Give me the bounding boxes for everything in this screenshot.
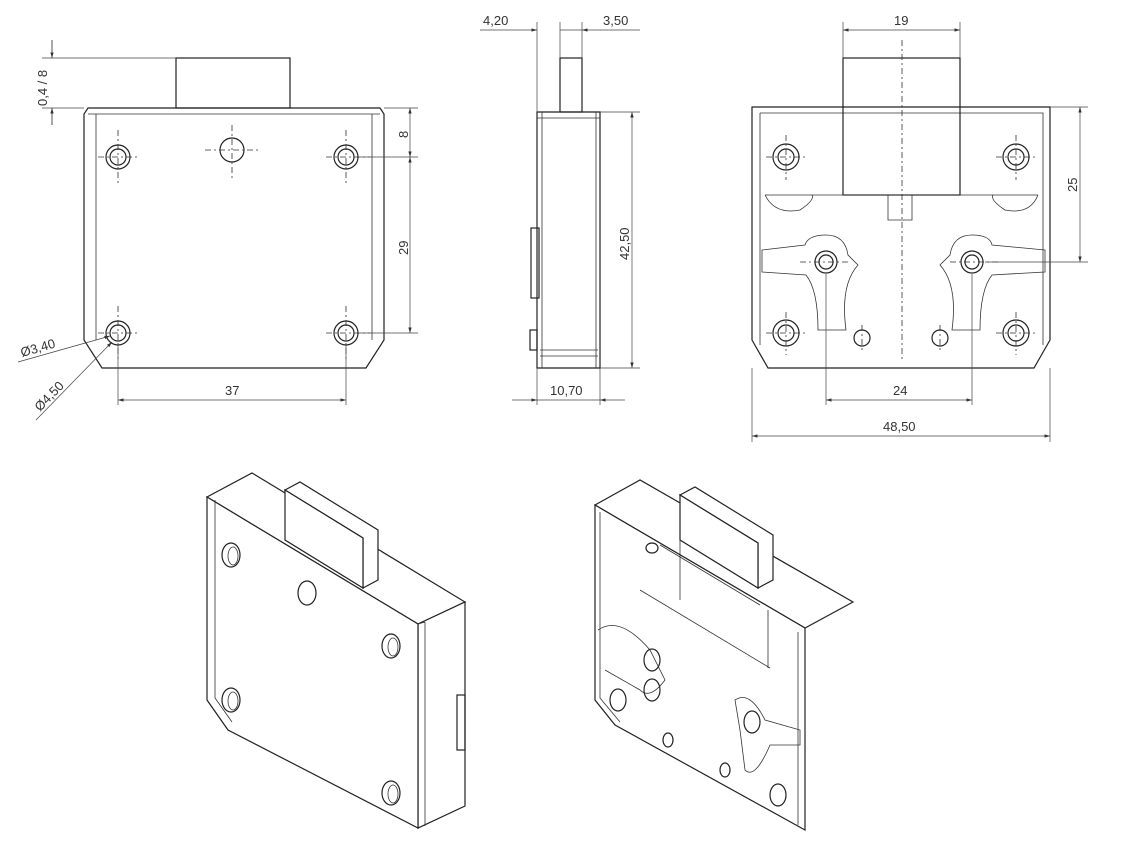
dim-hole-diameter-outer: Ø4,50 xyxy=(31,378,66,414)
lock-plate xyxy=(83,107,385,369)
side-view: 4,20 3,50 42,50 10,70 xyxy=(480,13,640,405)
dim-bolt-thickness: 3,50 xyxy=(603,13,628,28)
isometric-back xyxy=(593,479,855,832)
dim-bolt-width: 19 xyxy=(894,13,908,28)
back-holes xyxy=(772,143,1030,347)
front-view: 0,4 / 8 8 29 37 Ø3,40 Ø4,50 xyxy=(17,40,418,421)
dim-bolt-projection: 0,4 / 8 xyxy=(35,70,50,106)
dim-width: 48,50 xyxy=(883,419,916,434)
dim-hole-spacing-vertical: 29 xyxy=(396,241,411,255)
dim-bolt-offset: 4,20 xyxy=(483,13,508,28)
dim-keyhole-spacing: 24 xyxy=(893,383,907,398)
dim-height: 42,50 xyxy=(617,227,632,260)
dim-depth: 10,70 xyxy=(550,383,583,398)
back-view: 19 25 24 48,50 xyxy=(751,13,1088,442)
dim-keyhole-offset: 25 xyxy=(1065,178,1080,192)
isometric-front xyxy=(205,472,467,829)
dim-hole-spacing-horizontal: 37 xyxy=(225,383,239,398)
dim-top-hole-offset: 8 xyxy=(396,131,411,138)
bolt xyxy=(175,57,291,109)
